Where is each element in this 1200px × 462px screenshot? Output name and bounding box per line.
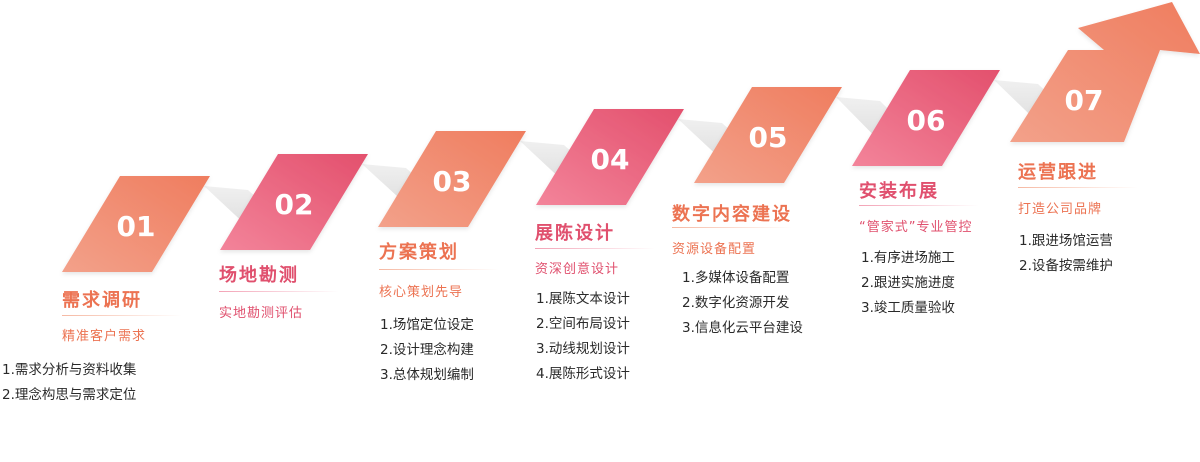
- list-item: 3.竣工质量验收: [861, 300, 955, 316]
- step-item-list: 1.场馆定位设定 2.设计理念构建 3.总体规划编制: [380, 313, 474, 388]
- list-item: 2.设计理念构建: [380, 342, 474, 358]
- list-item: 2.跟进实施进度: [861, 275, 955, 291]
- step-divider: [1018, 187, 1138, 188]
- step-divider: [859, 205, 979, 206]
- step-title: 运营跟进: [1018, 162, 1098, 183]
- list-item: 1.场馆定位设定: [380, 317, 474, 333]
- step-title: 方案策划: [379, 242, 459, 263]
- step-number-01: 01: [117, 210, 156, 243]
- list-item: 4.展陈形式设计: [536, 366, 630, 382]
- step-box-02: [220, 154, 368, 250]
- step-divider: [672, 227, 792, 228]
- step-title: 需求调研: [62, 290, 142, 311]
- step-number-06: 06: [907, 104, 946, 137]
- step-title: 安装布展: [859, 181, 939, 202]
- list-item: 1.跟进场馆运营: [1019, 233, 1113, 249]
- list-item: 2.理念构思与需求定位: [2, 387, 137, 403]
- step-box-05: [694, 87, 842, 183]
- step-title: 展陈设计: [535, 223, 615, 244]
- step-number-02: 02: [275, 188, 314, 221]
- step-item-list: 1.有序进场施工 2.跟进实施进度 3.竣工质量验收: [861, 246, 955, 321]
- step-title: 数字内容建设: [672, 204, 792, 225]
- list-item: 2.设备按需维护: [1019, 258, 1113, 274]
- list-item: 1.需求分析与资料收集: [2, 362, 137, 378]
- step-box-01: [62, 176, 210, 272]
- step-divider: [535, 248, 655, 249]
- step-subtitle: 精准客户需求: [62, 329, 147, 344]
- step-item-list: 1.需求分析与资料收集 2.理念构思与需求定位: [2, 358, 136, 408]
- step-subtitle: 核心策划先导: [379, 285, 464, 300]
- step-number-07: 07: [1065, 84, 1104, 117]
- step-title: 场地勘测: [219, 265, 299, 286]
- list-item: 2.空间布局设计: [536, 316, 630, 332]
- step-number-05: 05: [749, 121, 788, 154]
- step-number-03: 03: [433, 165, 472, 198]
- step-subtitle: 实地勘测评估: [219, 306, 304, 321]
- step-item-list: 1.展陈文本设计 2.空间布局设计 3.动线规划设计 4.展陈形式设计: [536, 287, 630, 387]
- list-item: 3.动线规划设计: [536, 341, 630, 357]
- step-divider: [219, 291, 339, 292]
- list-item: 3.总体规划编制: [380, 367, 474, 383]
- step-box-06: [852, 70, 1000, 166]
- list-item: 1.展陈文本设计: [536, 291, 630, 307]
- step-number-04: 04: [591, 143, 630, 176]
- step-subtitle: 打造公司品牌: [1018, 202, 1103, 217]
- step-item-list: 1.跟进场馆运营 2.设备按需维护: [1019, 229, 1113, 279]
- list-item: 3.信息化云平台建设: [682, 320, 803, 336]
- step-subtitle: 资深创意设计: [535, 262, 620, 277]
- step-divider: [379, 269, 499, 270]
- step-box-04: [536, 109, 684, 205]
- step-box-03: [378, 131, 526, 227]
- step-subtitle: 资源设备配置: [672, 242, 757, 257]
- step-subtitle: “管家式”专业管控: [859, 220, 973, 235]
- list-item: 2.数字化资源开发: [682, 295, 790, 311]
- step-item-list: 1.多媒体设备配置 2.数字化资源开发 3.信息化云平台建设: [682, 266, 803, 341]
- list-item: 1.有序进场施工: [861, 250, 955, 266]
- step-arrow-07: [1010, 2, 1200, 142]
- list-item: 1.多媒体设备配置: [682, 270, 790, 286]
- step-divider: [62, 315, 182, 316]
